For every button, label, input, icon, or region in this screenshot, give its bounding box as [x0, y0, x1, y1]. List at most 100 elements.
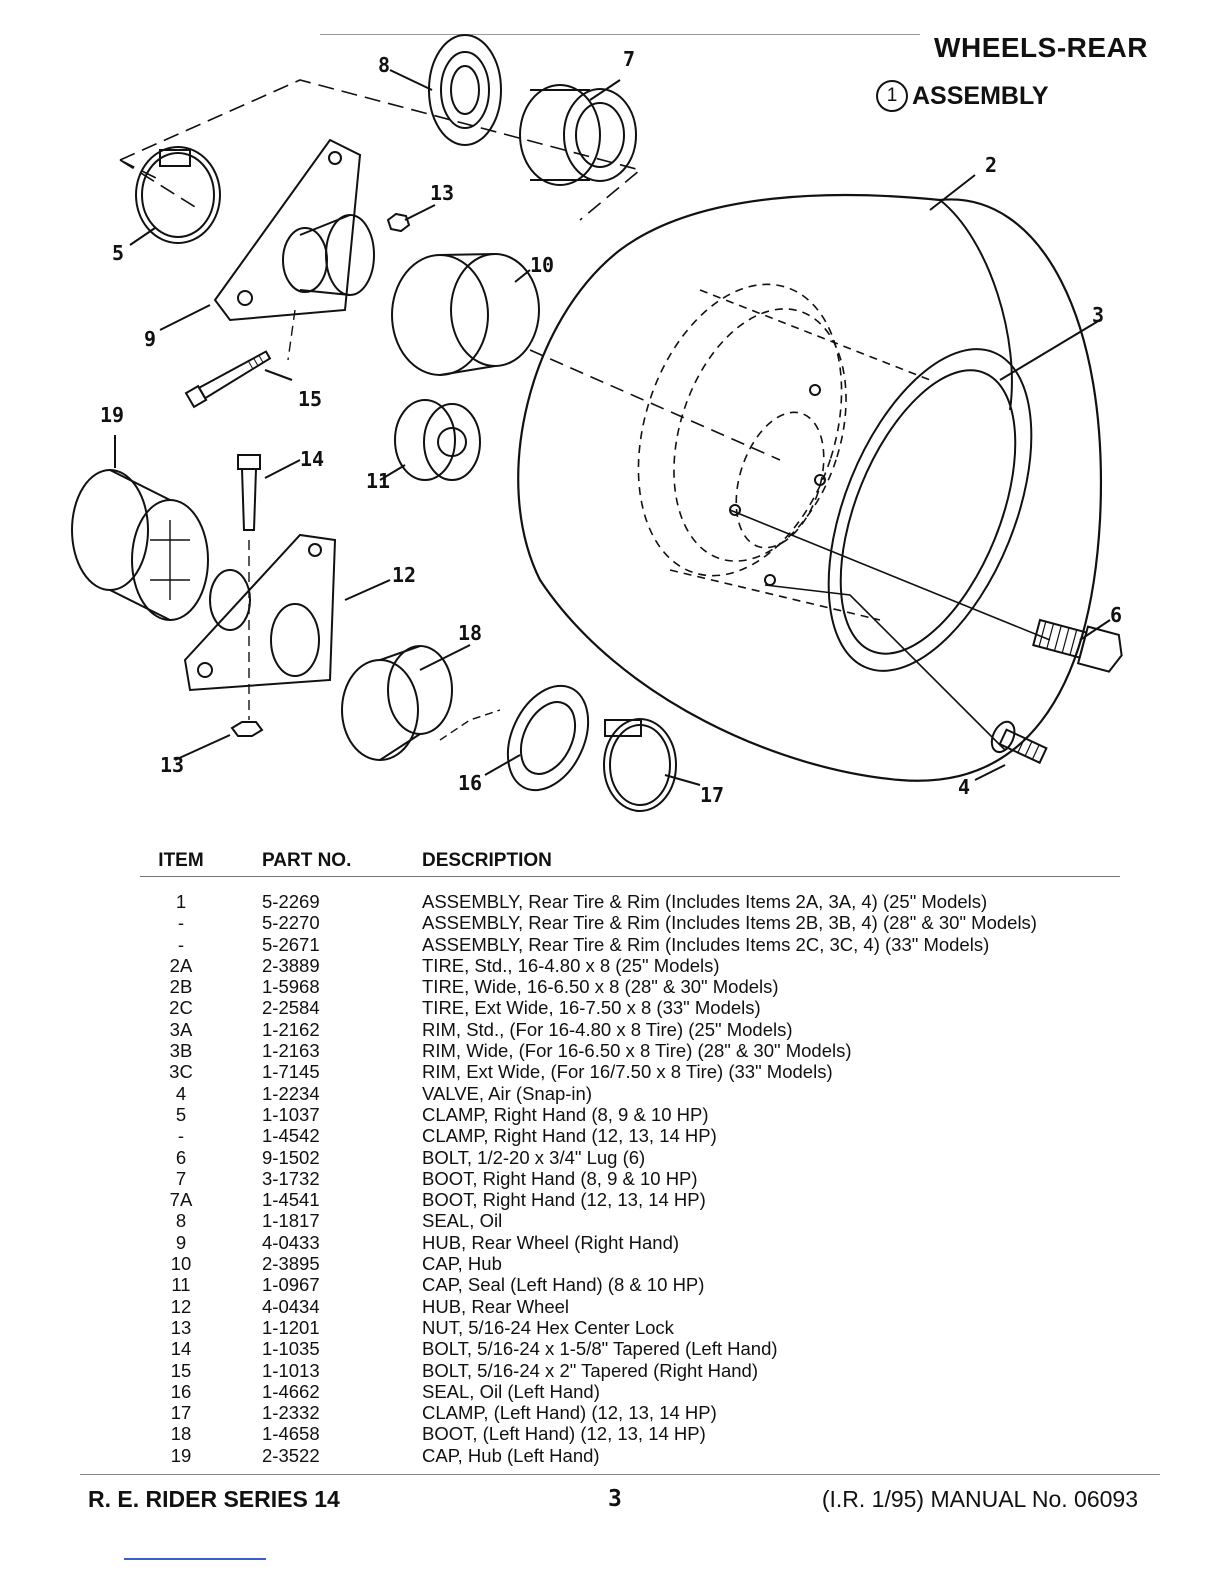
table-row: 8 1-1817 SEAL, Oil [140, 1210, 1120, 1231]
row-item: 10 [170, 1253, 192, 1275]
row-description: CAP, Hub (Left Hand) [422, 1444, 600, 1466]
row-description: HUB, Rear Wheel (Right Hand) [422, 1231, 680, 1253]
callout-18: 18 [458, 621, 482, 645]
row-item: 18 [170, 1423, 192, 1445]
parts-table-header: ITEM PART NO. DESCRIPTION [140, 846, 1120, 877]
callout-9: 9 [144, 327, 156, 351]
row-item: 3A [169, 1018, 193, 1040]
row-item: 2B [169, 976, 193, 998]
callout-6: 6 [1110, 603, 1122, 627]
row-description: RIM, Ext Wide, (For 16/7.50 x 8 Tire) (3… [422, 1061, 833, 1083]
row-part-no: 1-2332 [262, 1402, 320, 1424]
row-item: 7 [175, 1167, 187, 1189]
callout-5: 5 [112, 241, 124, 265]
assembly-label: ASSEMBLY [912, 81, 1049, 110]
row-description: VALVE, Air (Snap-in) [422, 1082, 592, 1104]
row-part-no: 5-2671 [262, 933, 320, 955]
callout-13-lower: 13 [160, 753, 184, 777]
row-part-no: 1-1817 [262, 1210, 320, 1232]
callout-17: 17 [700, 783, 724, 807]
row-part-no: 1-2163 [262, 1040, 320, 1062]
row-description: CAP, Seal (Left Hand) (8 & 10 HP) [422, 1274, 705, 1296]
row-item: - [177, 912, 185, 934]
row-item: 15 [170, 1359, 192, 1381]
table-row: 2C 2-2584 TIRE, Ext Wide, 16-7.50 x 8 (33"… [140, 997, 1120, 1018]
row-item: 5 [175, 1103, 187, 1125]
row-item: 17 [170, 1402, 192, 1424]
row-description: TIRE, Std., 16-4.80 x 8 (25" Models) [422, 954, 720, 976]
footer-series: R. E. RIDER SERIES 14 [88, 1486, 340, 1512]
row-part-no: 4-0433 [262, 1231, 320, 1253]
row-description: CLAMP, (Left Hand) (12, 13, 14 HP) [422, 1402, 717, 1424]
diagram-callouts: 8 7 2 13 5 10 3 9 15 19 14 11 12 18 6 13… [100, 47, 1122, 807]
row-item: 11 [171, 1274, 191, 1296]
callout-14: 14 [300, 447, 324, 471]
row-part-no: 3-1732 [262, 1167, 320, 1189]
row-description: RIM, Wide, (For 16-6.50 x 8 Tire) (28" &… [422, 1040, 852, 1062]
row-item: 19 [170, 1444, 192, 1466]
row-description: RIM, Std., (For 16-4.80 x 8 Tire) (25" M… [422, 1018, 793, 1040]
row-part-no: 1-5968 [262, 976, 320, 998]
diagram-drawing [71, 34, 1123, 812]
row-description: CAP, Hub [422, 1253, 502, 1275]
row-part-no: 1-0967 [262, 1274, 320, 1296]
row-description: CLAMP, Right Hand (8, 9 & 10 HP) [422, 1103, 709, 1125]
callout-19: 19 [100, 403, 124, 427]
row-description: SEAL, Oil [422, 1210, 503, 1232]
row-item: 3B [169, 1040, 193, 1062]
row-item: 7A [169, 1189, 193, 1211]
callout-13-upper: 13 [430, 181, 454, 205]
page-number: 3 [608, 1486, 622, 1512]
row-item: - [177, 1125, 185, 1147]
row-item: 14 [170, 1338, 192, 1360]
row-description: NUT, 5/16-24 Hex Center Lock [422, 1316, 674, 1338]
table-row: 17 1-2332 CLAMP, (Left Hand) (12, 13, 14 H… [140, 1402, 1120, 1423]
row-item: 2A [169, 954, 193, 976]
row-item: 4 [175, 1082, 187, 1104]
row-item: 1 [175, 891, 187, 912]
row-part-no: 1-1037 [262, 1103, 320, 1125]
row-item: 2C [169, 997, 193, 1019]
table-row: 2A 2-3889 TIRE, Std., 16-4.80 x 8 (25" Mod… [140, 955, 1120, 976]
table-row: 10 2-3895 CAP, Hub [140, 1253, 1120, 1274]
row-part-no: 2-3895 [262, 1253, 320, 1275]
row-description: BOLT, 1/2-20 x 3/4" Lug (6) [422, 1146, 646, 1168]
row-item: 8 [175, 1210, 187, 1232]
row-part-no: 1-4662 [262, 1380, 320, 1402]
table-row: 14 1-1035 BOLT, 5/16-24 x 1-5/8" Tapered (… [140, 1338, 1120, 1359]
row-description: BOLT, 5/16-24 x 1-5/8" Tapered (Left Han… [422, 1338, 778, 1360]
row-part-no: 4-0434 [262, 1295, 320, 1317]
row-description: TIRE, Ext Wide, 16-7.50 x 8 (33" Models) [422, 997, 761, 1019]
row-part-no: 5-2270 [262, 912, 320, 934]
row-part-no: 1-4658 [262, 1423, 320, 1445]
row-item: 12 [170, 1295, 192, 1317]
row-part-no: 2-2584 [262, 997, 320, 1019]
row-part-no: 5-2269 [262, 891, 320, 912]
row-description: ASSEMBLY, Rear Tire & Rim (Includes Item… [422, 912, 1037, 934]
row-description: BOOT, Right Hand (12, 13, 14 HP) [422, 1189, 706, 1211]
assembly-number-circle: 1 [876, 80, 908, 112]
row-description: ASSEMBLY, Rear Tire & Rim (Includes Item… [422, 891, 988, 912]
row-part-no: 9-1502 [262, 1146, 320, 1168]
row-part-no: 2-3889 [262, 954, 320, 976]
callout-8: 8 [378, 53, 390, 77]
table-row: 11 1-0967 CAP, Seal (Left Hand) (8 & 10 HP… [140, 1274, 1120, 1295]
row-part-no: 1-1035 [262, 1338, 320, 1360]
row-description: HUB, Rear Wheel [422, 1295, 570, 1317]
assembly-heading: 1 ASSEMBLY [876, 80, 1049, 112]
row-item: - [177, 933, 185, 955]
